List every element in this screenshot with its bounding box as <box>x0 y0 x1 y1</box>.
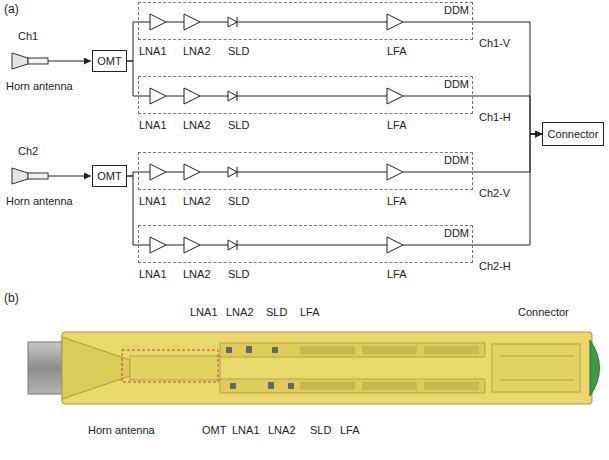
box-label: OMT <box>97 170 121 182</box>
ddm-module: DDM <box>138 152 473 190</box>
slot <box>300 346 355 354</box>
part-label: LFA <box>300 306 320 318</box>
signal-line <box>127 172 138 176</box>
part-label: LFA <box>387 268 407 280</box>
component <box>230 383 236 389</box>
horn-antenna <box>12 53 91 69</box>
part-label: SLD <box>228 195 249 207</box>
part-label: SLD <box>228 268 249 280</box>
antenna-label: Horn antenna <box>6 80 73 92</box>
part-label: LNA1 <box>232 424 260 436</box>
part-label: SLD <box>228 45 249 57</box>
part-label: SLD <box>310 424 331 436</box>
panel-label: (b) <box>4 292 19 305</box>
signal-line <box>127 61 138 96</box>
ddm-module: DDM <box>138 76 473 114</box>
component <box>268 382 274 389</box>
signal-line <box>473 134 542 245</box>
channel <box>220 379 485 393</box>
part-label: SLD <box>228 119 249 131</box>
part-label: LFA <box>387 195 407 207</box>
receiver-chain <box>138 237 473 253</box>
part-label: LNA1 <box>139 195 167 207</box>
box-label: Connector <box>548 128 599 140</box>
part-label: LFA <box>387 119 407 131</box>
horn-antenna <box>12 168 91 184</box>
signal-label: Ch1-H <box>479 111 511 123</box>
channel-label: Ch2 <box>18 145 38 157</box>
omt-box: OMT <box>92 50 127 72</box>
connector-housing <box>492 344 580 392</box>
box-label: OMT <box>97 55 121 67</box>
part-label: OMT <box>202 424 226 436</box>
part-label: LNA1 <box>139 45 167 57</box>
channel <box>220 343 485 357</box>
signal-line <box>127 176 138 245</box>
connector-box: Connector <box>542 122 604 146</box>
component <box>272 347 278 353</box>
part-label: LNA2 <box>183 268 211 280</box>
component <box>246 346 252 353</box>
ddm-module: DDM <box>138 225 473 263</box>
connector-line <box>500 380 574 381</box>
part-label: LNA1 <box>190 306 218 318</box>
omt-box: OMT <box>92 165 127 187</box>
slot <box>424 382 479 390</box>
module-label: DDM <box>444 78 469 90</box>
part-label: LNA2 <box>183 195 211 207</box>
antenna-label: Horn antenna <box>6 195 73 207</box>
horn-flare <box>62 337 130 399</box>
panel-label: (a) <box>4 3 19 16</box>
connector-line <box>500 356 574 357</box>
signal-line <box>473 134 542 172</box>
module-label: DDM <box>444 154 469 166</box>
signal-line <box>127 22 138 61</box>
slot <box>362 346 417 354</box>
part-label: LNA1 <box>139 268 167 280</box>
slot <box>300 382 355 390</box>
part-label: LFA <box>387 45 407 57</box>
part-label: Connector <box>518 306 569 318</box>
receiver-chain <box>138 164 473 180</box>
part-label: LNA1 <box>139 119 167 131</box>
receiver-chain <box>138 88 473 104</box>
slot <box>424 346 479 354</box>
antenna-label: Horn antenna <box>88 424 155 436</box>
receiver-chain <box>138 14 473 30</box>
omt-highlight <box>122 350 218 382</box>
module-label: DDM <box>444 4 469 16</box>
module-label: DDM <box>444 227 469 239</box>
ddm-module: DDM <box>138 2 473 40</box>
component <box>226 347 232 353</box>
signal-label: Ch1-V <box>479 37 510 49</box>
part-label: LNA2 <box>226 306 254 318</box>
part-label: LNA2 <box>183 119 211 131</box>
signal-line <box>473 96 542 134</box>
slot <box>362 382 417 390</box>
signal-label: Ch2-H <box>479 260 511 272</box>
signal-label: Ch2-V <box>479 187 510 199</box>
receiver-housing <box>62 332 592 404</box>
signal-line <box>473 22 542 134</box>
part-label: SLD <box>266 306 287 318</box>
part-label: LFA <box>340 424 360 436</box>
part-label: LNA2 <box>268 424 296 436</box>
part-label: LNA2 <box>183 45 211 57</box>
connector-cap <box>590 340 600 396</box>
component <box>288 383 294 389</box>
channel-label: Ch1 <box>18 30 38 42</box>
omt-cavity <box>130 356 220 380</box>
